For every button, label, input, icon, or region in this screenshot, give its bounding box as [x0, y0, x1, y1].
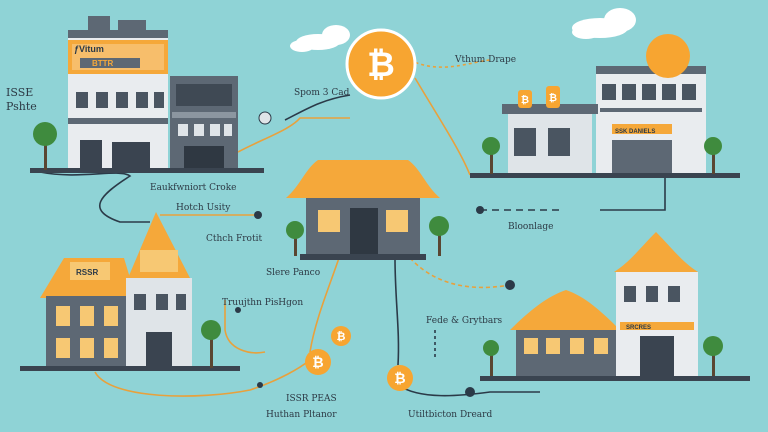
store-sign	[68, 40, 168, 74]
building-top-right-left	[502, 104, 598, 174]
cloud-right	[572, 8, 636, 39]
building-top-left	[68, 16, 168, 170]
top-left-sign-text: ƒVitum	[74, 44, 104, 54]
tree-6	[201, 320, 221, 368]
tree-1	[33, 122, 57, 170]
bitcoin-symbol-jar-1: ₿	[521, 94, 529, 106]
path-bottom-right	[397, 384, 540, 397]
tree-7	[483, 340, 499, 376]
bitcoin-symbol-jar-2: ₿	[549, 92, 557, 104]
path-center-down-1	[309, 254, 341, 353]
lower-center-caption: Fede & Grytbars	[426, 316, 503, 326]
trees	[33, 122, 723, 376]
path-center-right	[409, 257, 511, 289]
lower-left-caption: Truujthn PisHgon	[222, 298, 304, 308]
ground-right	[480, 376, 750, 381]
right-house-sign-text: SRCRES	[626, 325, 651, 331]
building-top-right	[596, 66, 706, 174]
path-left-upper	[237, 117, 350, 153]
tree-4	[482, 137, 500, 174]
building-top-left-annex	[170, 76, 238, 170]
center-temple	[286, 160, 440, 260]
right-pavilion	[510, 290, 620, 378]
bitcoin-jar-2	[546, 86, 560, 108]
node-icons	[235, 111, 515, 397]
bitcoin-symbol-lower-3: ₿	[394, 371, 405, 387]
bitcoin-coin-lower-3	[387, 365, 413, 391]
bottom-caption-1: ISSR PEAS	[286, 394, 337, 404]
path-bottom-left	[94, 359, 311, 397]
right-tower	[614, 232, 698, 378]
left-house-sign-text: RSSR	[76, 268, 98, 277]
ground-top-right	[470, 173, 740, 178]
path-left-curve	[39, 171, 150, 223]
path-right-vertical	[600, 178, 666, 211]
bitcoin-coin-topright	[646, 34, 690, 78]
left-house	[40, 258, 136, 370]
top-center-caption: Spom 3 Cad	[294, 88, 350, 98]
tree-2	[286, 221, 304, 256]
tree-5	[704, 137, 722, 174]
path-top	[284, 94, 351, 121]
right-building-sign-text: SSK DANIELS	[615, 129, 655, 135]
mid-left-caption-3: Cthch Frotit	[206, 234, 263, 244]
ground-left	[20, 366, 240, 371]
left-caption-1: ISSE	[6, 86, 34, 99]
tree-3	[429, 216, 449, 256]
connector-paths	[39, 59, 666, 397]
bitcoin-symbol-lower-2: ₿	[312, 355, 323, 371]
center-caption: Slere Panco	[266, 268, 321, 278]
ground-top-left	[30, 168, 264, 173]
top-right-caption: Vthum Drape	[455, 55, 517, 65]
bitcoin-symbol-lower-1: ₿	[337, 330, 346, 343]
path-center-down-2	[394, 257, 400, 366]
cloud-left	[290, 25, 350, 52]
left-caption-2: Pshte	[6, 100, 37, 113]
left-tower	[126, 212, 192, 368]
path-right-loop	[414, 77, 471, 176]
bottom-caption-2: Huthan Pltanor	[266, 410, 337, 420]
bottom-center-caption: Utiltbicton Dreard	[408, 410, 493, 420]
mid-left-caption-1: Eaukfwniort Croke	[150, 183, 237, 193]
bitcoin-coin-lower-1	[331, 326, 351, 346]
tree-8	[703, 336, 723, 376]
bitcoin-coin-main	[345, 28, 417, 100]
path-lower-left	[224, 300, 266, 354]
mid-left-caption-2: Hotch Usity	[176, 203, 231, 213]
bitcoin-jar-1	[518, 90, 532, 108]
right-caption: Bloonlage	[508, 222, 554, 232]
bitcoin-symbol-main: ₿	[367, 45, 395, 85]
top-left-board-text: BTTR	[92, 59, 114, 68]
bitcoin-coin-lower-2	[305, 349, 331, 375]
path-top-right	[409, 59, 491, 68]
